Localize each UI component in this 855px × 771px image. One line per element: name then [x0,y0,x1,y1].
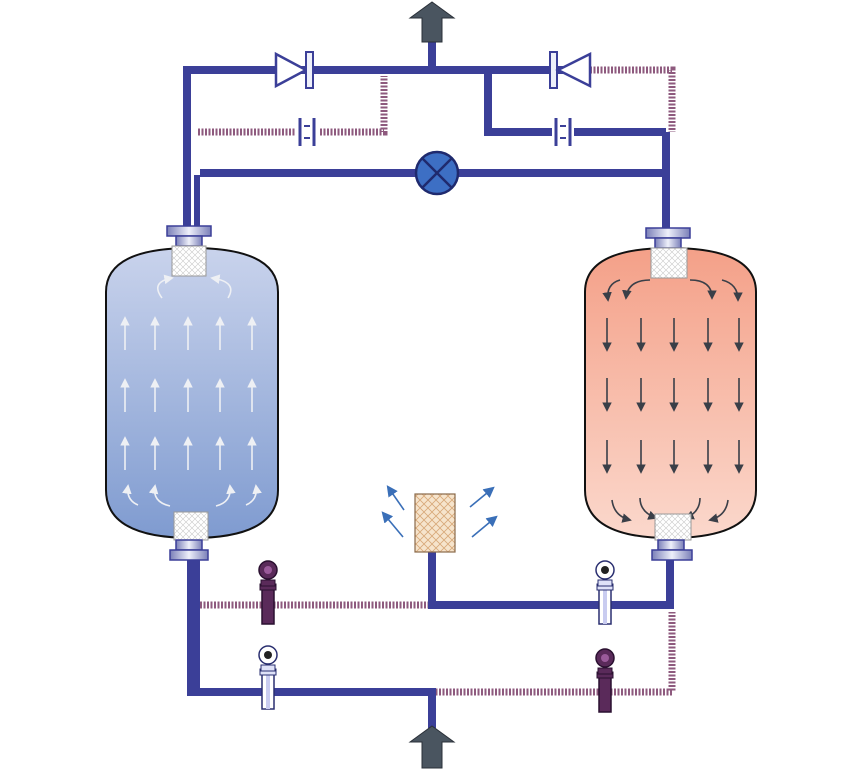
flow-arrow-bottom-curve [245,484,262,506]
right-tower-flow-arrows [602,279,744,523]
flow-arrow-bottom-curve [122,484,139,506]
purge-orifice-right-icon [554,118,572,146]
left-tower-flow-arrows [120,274,262,507]
flow-arrow-top-curve [156,274,174,299]
outlet-arrow-icon [408,1,456,43]
left-desiccant-tower [105,246,279,540]
flow-arrow-top-curve [689,279,717,300]
purge-pipe-top-right [590,66,676,132]
pipe-top-header [183,66,590,228]
flow-arrow-bottom-curve [708,499,729,523]
heater-icon [414,493,456,553]
flow-arrow-bottom-curve [639,497,658,520]
left-tower-top-flange [166,225,212,277]
check-valve-left-icon [274,51,314,89]
valve-bottom-left-upper-icon [258,560,278,625]
flow-arrow-top-curve [210,274,232,299]
pipe-right-orifice [484,72,666,136]
right-tower-top-flange [645,227,691,279]
flow-arrow-top-curve [622,279,651,300]
right-tower-bottom-flange [651,513,693,561]
flow-arrow-bottom-curve [215,484,236,507]
pipe-left-bottom [187,560,436,728]
check-valve-right-icon [549,51,592,89]
purge-piping [198,66,676,696]
valve-bottom-right-lower-icon [595,648,615,713]
purge-pipe-bottom-right [432,612,676,696]
valve-bottom-right-upper-icon [595,560,615,625]
left-tower-bottom-flange [169,511,209,561]
flow-arrow-bottom-curve [148,484,171,507]
main-piping [183,42,674,728]
flow-arrow-top-curve [602,279,621,302]
pipe-right-bottom [428,552,674,609]
right-desiccant-tower [584,246,757,540]
purge-pipe-orifice-left [198,76,388,136]
flow-arrow-top-curve [721,279,743,302]
purge-orifice-left-icon [298,118,316,146]
flow-arrow-bottom-curve [611,499,632,523]
heat-radiant-arrows [381,485,498,538]
crossover-valve-icon [414,150,460,196]
inlet-arrow-icon [408,725,456,769]
valve-bottom-left-lower-icon [258,645,278,710]
